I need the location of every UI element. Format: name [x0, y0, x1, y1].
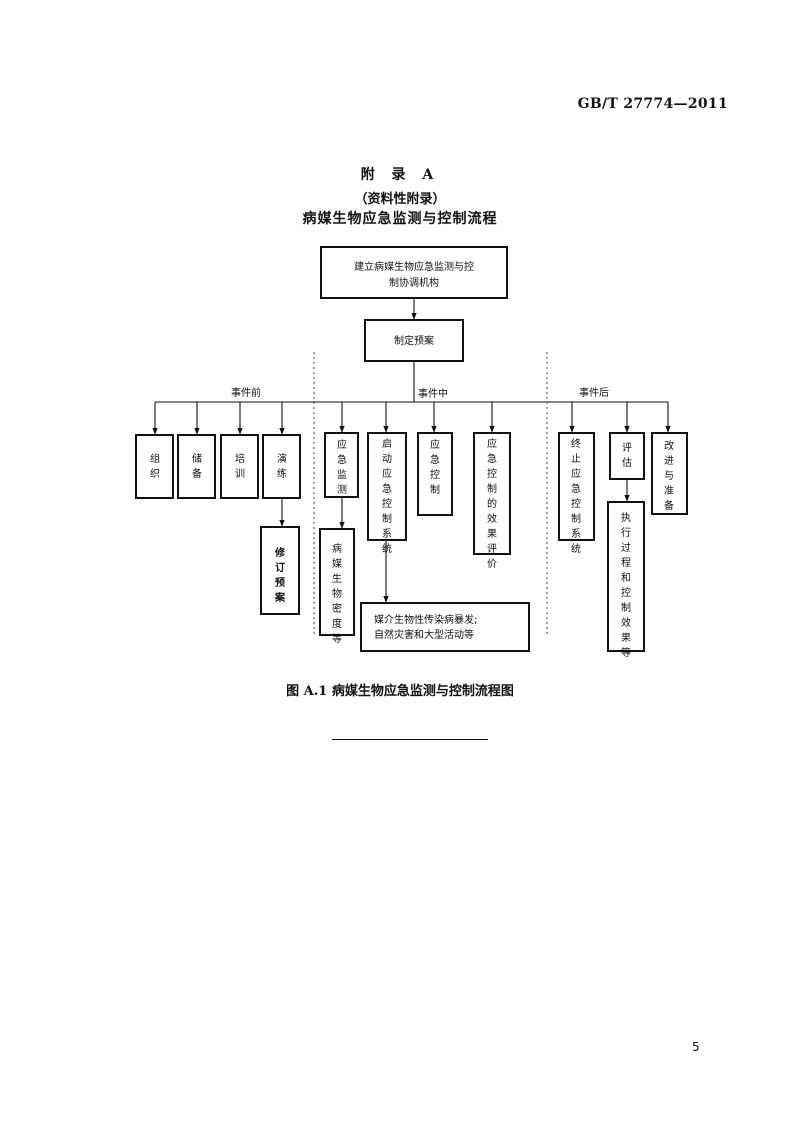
appendix-title: 附 录 A: [360, 167, 440, 183]
appendix-name: 病媒生物应急监测与控制流程: [302, 211, 498, 227]
appendix-type: （资料性附录）: [354, 192, 446, 207]
during-item-control: [417, 432, 453, 516]
phase-before-label: 事件前: [231, 386, 261, 399]
before-item-organize: [135, 434, 174, 499]
during-sub-density: [319, 528, 355, 636]
during-item-evaluate: [473, 432, 511, 555]
before-sub-revise-plan: [260, 526, 300, 615]
during-sub-monitor-label: 病媒生物密度等: [332, 542, 342, 645]
during-item-3-label: 应急控制的效果评价: [487, 437, 497, 570]
during-item-activate: [367, 432, 407, 541]
during-sub-trigger-line-2: 自然灾害和大型活动等: [374, 628, 474, 641]
after-item-assess: [609, 432, 645, 480]
figure-caption: 图 A.1 病媒生物应急监测与控制流程图: [286, 684, 514, 699]
before-item-0-label: 组织: [150, 452, 160, 480]
after-sub-label: 执行过程和控制效果等: [621, 511, 631, 659]
coordination-line-1: 建立病媒生物应急监测与控: [354, 260, 474, 273]
during-item-1-label: 启动应急控制系统: [382, 437, 392, 555]
during-sub-trigger: [360, 602, 530, 652]
before-item-3-label: 演练: [277, 452, 287, 480]
during-sub-trigger-line-1: 媒介生物性传染病暴发;: [374, 613, 477, 626]
end-rule: [332, 739, 488, 740]
before-item-1-label: 储备: [192, 452, 202, 480]
before-item-2-label: 培训: [235, 452, 245, 480]
plan-label: 制定预案: [394, 334, 434, 347]
after-item-improve: [651, 432, 688, 515]
coordination-line-2: 制协调机构: [389, 276, 439, 289]
after-item-1-label: 评估: [622, 442, 632, 469]
phase-after-label: 事件后: [579, 386, 609, 399]
before-item-train: [220, 434, 259, 499]
before-sub-label: 修订预案: [274, 546, 286, 604]
during-item-0-label: 应急监测: [337, 438, 347, 496]
after-item-terminate: [558, 432, 595, 541]
before-item-drill: [262, 434, 301, 499]
after-item-0-label: 终止应急控制系统: [571, 437, 581, 555]
after-item-2-label: 改进与准备: [664, 439, 674, 512]
standard-number: GB/T 27774—2011: [577, 96, 728, 112]
after-sub-process: [607, 501, 645, 652]
during-item-2-label: 应急控制: [430, 438, 440, 496]
phase-during-label: 事件中: [418, 387, 448, 400]
before-item-reserve: [177, 434, 216, 499]
page-number: 5: [692, 1040, 700, 1054]
